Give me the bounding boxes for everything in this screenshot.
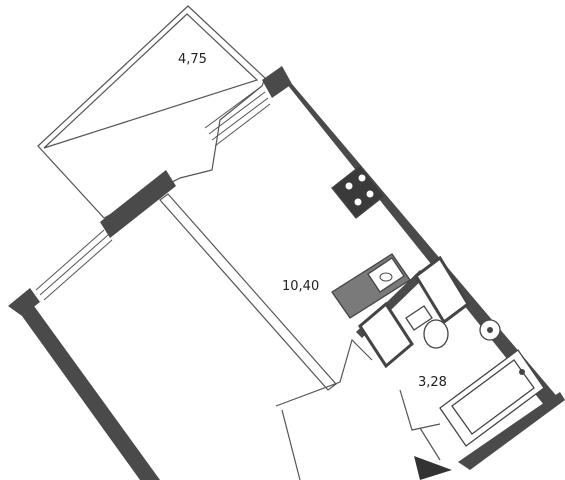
- balcony-area-label: 4,75: [178, 52, 207, 67]
- bathtub-icon: [439, 349, 545, 447]
- stove-icon: [331, 165, 385, 219]
- sink-icon: [367, 257, 405, 293]
- bathroom-area-label: 3,28: [418, 375, 447, 390]
- main-room-area-label: 10,40: [282, 279, 319, 294]
- toilet-icon: [405, 305, 449, 349]
- entrance-arrow-icon: [414, 456, 452, 480]
- cabinet-left: [358, 301, 414, 369]
- washbasin-icon: [479, 319, 501, 341]
- cabinet-right: [414, 255, 470, 325]
- balcony-window: [204, 85, 271, 147]
- left-window: [35, 229, 113, 301]
- kitchen-counter: [331, 253, 411, 319]
